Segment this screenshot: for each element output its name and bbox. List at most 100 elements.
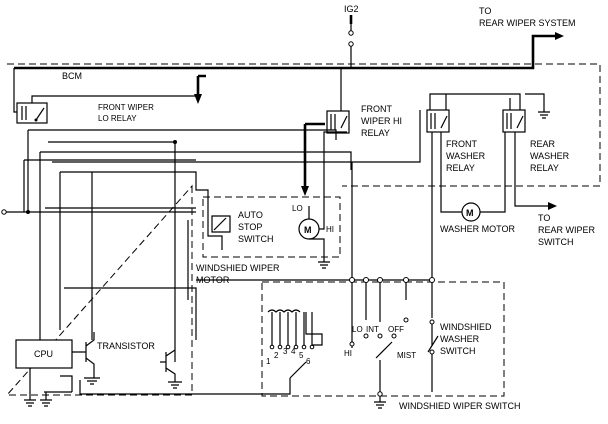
switch-mist-label: MIST xyxy=(397,351,416,360)
wiper-motor-label-1: WINDSHIED WIPER xyxy=(196,263,280,273)
contact-mist xyxy=(403,317,409,323)
ground-transistor-2 xyxy=(168,381,182,389)
front-washer-label-1: FRONT xyxy=(446,139,477,149)
int-5-label: 5 xyxy=(299,351,304,360)
to-rear-label-2: REAR WIPER SYSTEM xyxy=(479,18,576,28)
auto-stop-label-2: STOP xyxy=(238,222,262,232)
int-3-label: 3 xyxy=(283,347,288,356)
ground-wiper-motor xyxy=(318,261,330,269)
switch-int-label: INT xyxy=(366,325,379,334)
rear-washer-label-3: RELAY xyxy=(530,163,559,173)
hi-relay-label-2: WIPER HI xyxy=(361,116,402,126)
transistor-2 xyxy=(160,349,176,382)
wiper-motor-boundary xyxy=(202,196,341,258)
arrow-to-rear-wiper-system xyxy=(555,32,564,40)
transistor-1 xyxy=(72,332,95,378)
contact-hi xyxy=(349,341,355,347)
int-position-5 xyxy=(301,344,307,350)
to-rear-wiper-label-3: SWITCH xyxy=(538,237,574,247)
bus-terminal-5 xyxy=(429,277,435,283)
motor-lo-label: LO xyxy=(292,204,303,213)
lo-relay-label-1: FRONT WIPER xyxy=(98,103,154,112)
wiper-switch-lever xyxy=(375,341,393,392)
int-position-1 xyxy=(269,344,275,350)
bus-terminal-2 xyxy=(363,277,369,283)
transistor-label: TRANSISTOR xyxy=(97,341,155,351)
wiper-motor-m: M xyxy=(304,225,312,235)
switch-feed-lower xyxy=(351,282,381,348)
switch-off-label: OFF xyxy=(388,325,404,334)
ig2-label: IG2 xyxy=(344,4,359,14)
to-rear-wiper-label-2: REAR WIPER xyxy=(538,225,596,235)
int-position-4 xyxy=(293,344,299,350)
auto-stop-label-1: AUTO xyxy=(238,210,263,220)
ground-transistor-1 xyxy=(84,377,100,385)
washer-motor-m: M xyxy=(466,208,474,218)
int-position-6 xyxy=(309,344,315,350)
junction-1 xyxy=(26,210,30,214)
int-position-3 xyxy=(285,344,291,350)
contact-int xyxy=(377,333,383,339)
int-position-2 xyxy=(277,344,283,350)
int-2-label: 2 xyxy=(274,351,279,360)
cpu-lower-wiring xyxy=(29,368,73,393)
main-supply-rail xyxy=(14,34,555,70)
washer-motor-label: WASHER MOTOR xyxy=(440,224,516,234)
washer-relay-coil-contact xyxy=(430,113,448,129)
wiper-switch-ground-terminal xyxy=(377,391,383,397)
washer-relays-feed xyxy=(429,93,545,112)
bus-terminal-4 xyxy=(403,277,409,283)
bus-terminal-3 xyxy=(377,277,383,283)
fuse-terminal-bottom xyxy=(348,41,354,47)
washer-switch-label-1: WINDSHIED xyxy=(440,322,492,332)
arrow-drive-2 xyxy=(301,186,309,196)
to-rear-label-1: TO xyxy=(479,6,491,16)
ground-bcm-leads xyxy=(29,392,47,400)
hi-relay-coil-contact xyxy=(330,114,348,130)
lo-relay-pivot xyxy=(34,118,38,122)
bus-terminal-1 xyxy=(349,277,355,283)
lo-relay-coil-contact xyxy=(21,106,45,121)
motor-drive-path xyxy=(196,74,325,190)
auto-stop-switch-box xyxy=(211,215,231,233)
wiper-switch-boundary xyxy=(261,281,505,397)
cpu-block xyxy=(15,339,73,369)
rear-washer-relay-coil-contact xyxy=(506,113,524,129)
ground-wiper-switch xyxy=(374,396,386,409)
int-volume-resistors xyxy=(267,309,313,345)
ground-washer-relays xyxy=(538,111,550,119)
front-washer-relay xyxy=(426,109,450,133)
auto-stop-label-3: SWITCH xyxy=(238,234,274,244)
switch-lo-label: LO xyxy=(352,325,363,334)
front-washer-label-2: WASHER xyxy=(446,151,486,161)
washer-motor-wiring xyxy=(440,132,506,213)
to-rear-wiper-label-1: TO xyxy=(538,213,550,223)
switch-hi-label: HI xyxy=(344,349,352,358)
washer-switch-top xyxy=(429,319,435,325)
int-selector-wiring xyxy=(79,312,323,395)
arrow-drive-1 xyxy=(194,94,202,104)
switch-feed-wires xyxy=(351,132,433,318)
contact-off xyxy=(391,333,397,339)
to-rear-wiper-switch-wire xyxy=(514,132,548,207)
washer-switch-contact xyxy=(427,324,439,392)
rear-washer-relay xyxy=(502,109,526,133)
front-washer-label-3: RELAY xyxy=(446,163,475,173)
int-1-label: 1 xyxy=(266,357,271,366)
washer-switch-label-2: WASHER xyxy=(440,334,480,344)
junction-2 xyxy=(173,140,177,144)
arrow-to-rear-wiper-switch xyxy=(548,202,557,210)
bcm-label: BCM xyxy=(62,71,82,81)
fuse-terminal-top xyxy=(348,30,354,36)
motor-hi-label: HI xyxy=(326,225,334,234)
rear-washer-label-1: REAR xyxy=(530,139,556,149)
washer-switch-label-3: SWITCH xyxy=(440,346,476,356)
int-6-label: 6 xyxy=(306,357,311,366)
lo-relay-supply xyxy=(13,68,198,113)
int-4-label: 4 xyxy=(291,347,296,356)
ground-bcm xyxy=(24,399,52,407)
front-wiper-hi-relay xyxy=(326,110,350,134)
washer-switch-bottom xyxy=(429,349,435,355)
